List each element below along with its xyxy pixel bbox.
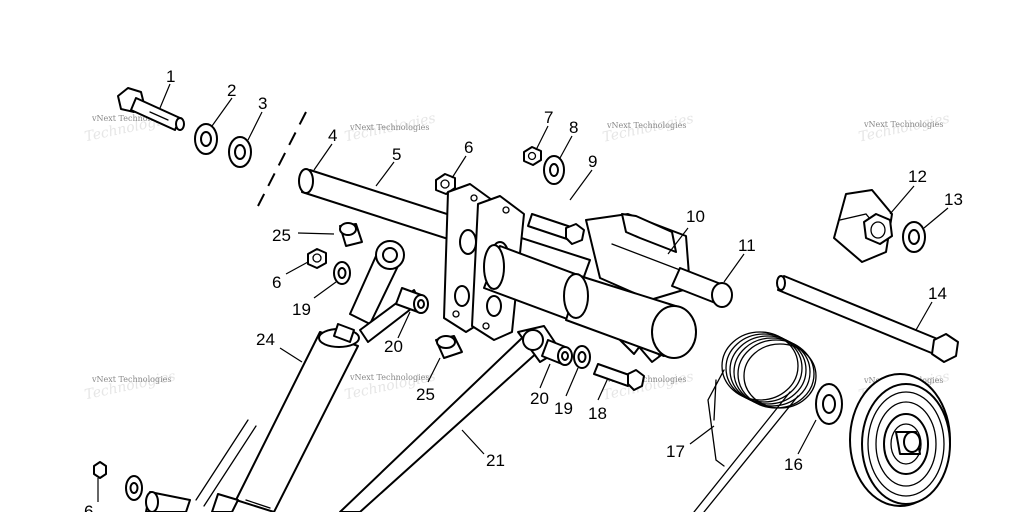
centerline-dashed — [257, 111, 307, 207]
part-9-bolt — [527, 213, 585, 245]
callout-3: 3 — [258, 94, 267, 113]
callout-20-upper: 20 — [384, 337, 403, 356]
callout-5: 5 — [392, 145, 401, 164]
callout-8: 8 — [569, 118, 578, 137]
part-8-washer — [543, 155, 565, 185]
callout-17: 17 — [666, 442, 685, 461]
idler-wheel — [849, 373, 951, 507]
callout-13: 13 — [944, 190, 963, 209]
watermark-text: vNext Technologies — [91, 375, 171, 384]
part-24-shock — [211, 323, 360, 512]
part-1-bolt — [117, 87, 185, 131]
callout-7: 7 — [544, 108, 553, 127]
callout-11: 11 — [738, 236, 756, 255]
part-6-nut-bottom — [93, 461, 107, 479]
part-3-washer — [228, 136, 252, 168]
watermark-text: vNext Technologies — [863, 120, 943, 129]
part-16-washer — [815, 383, 843, 425]
callout-4: 4 — [328, 126, 337, 145]
part-13-washer — [902, 221, 926, 253]
callout-6-bottom: 6 — [84, 502, 93, 512]
callout-2: 2 — [227, 81, 236, 100]
callout-6-top: 6 — [464, 138, 473, 157]
lower-left-fragments — [145, 419, 257, 512]
part-7-nut — [523, 146, 542, 166]
callout-21: 21 — [486, 451, 505, 470]
callout-25-top: 25 — [272, 226, 291, 245]
callout-14: 14 — [928, 284, 947, 303]
part-2-washer — [194, 123, 218, 155]
part-6-nut-top — [435, 173, 456, 195]
large-cylinder — [563, 273, 697, 359]
callout-20-lower: 20 — [530, 389, 549, 408]
callout-24: 24 — [256, 330, 275, 349]
part-6-nut-middle — [307, 248, 327, 269]
callout-19-upper: 19 — [292, 300, 311, 319]
part-25-bushing-top — [339, 222, 363, 247]
callout-1: 1 — [166, 67, 175, 86]
callout-6-middle: 6 — [272, 273, 281, 292]
watermark-text: vNext Technologies — [606, 375, 686, 384]
watermark-text: vNext Technologies — [349, 373, 429, 382]
part-20-bushing-upper — [395, 287, 429, 314]
watermark-text: vNext Technologies — [349, 123, 429, 132]
part-20-bushing-lower — [541, 339, 573, 366]
callout-16: 16 — [784, 455, 803, 474]
part-25-bushing-lower — [435, 335, 463, 359]
callout-25-lower: 25 — [416, 385, 435, 404]
callout-19-lower: 19 — [554, 399, 573, 418]
part-17-spring — [693, 331, 817, 512]
part-19-washer-upper — [333, 261, 351, 285]
part-18-screw — [593, 363, 645, 391]
watermark-ghost: Technologies — [83, 368, 177, 403]
washer-bottom-left — [125, 475, 143, 501]
callout-9: 9 — [588, 152, 597, 171]
part-12-block — [833, 189, 893, 263]
callout-labels: 1 2 3 4 5 6 7 8 9 10 11 12 13 14 25 6 19… — [84, 67, 963, 512]
leader-lines — [97, 83, 949, 502]
part-14-long-bolt — [776, 275, 959, 363]
callout-10: 10 — [686, 207, 705, 226]
callout-18: 18 — [588, 404, 607, 423]
watermark-text: vNext Technologies — [91, 114, 171, 123]
callout-12: 12 — [908, 167, 927, 186]
part-19-washer-lower — [573, 345, 591, 369]
watermark-text: vNext Technologies — [606, 121, 686, 130]
part-11-shaft-end — [671, 267, 733, 308]
